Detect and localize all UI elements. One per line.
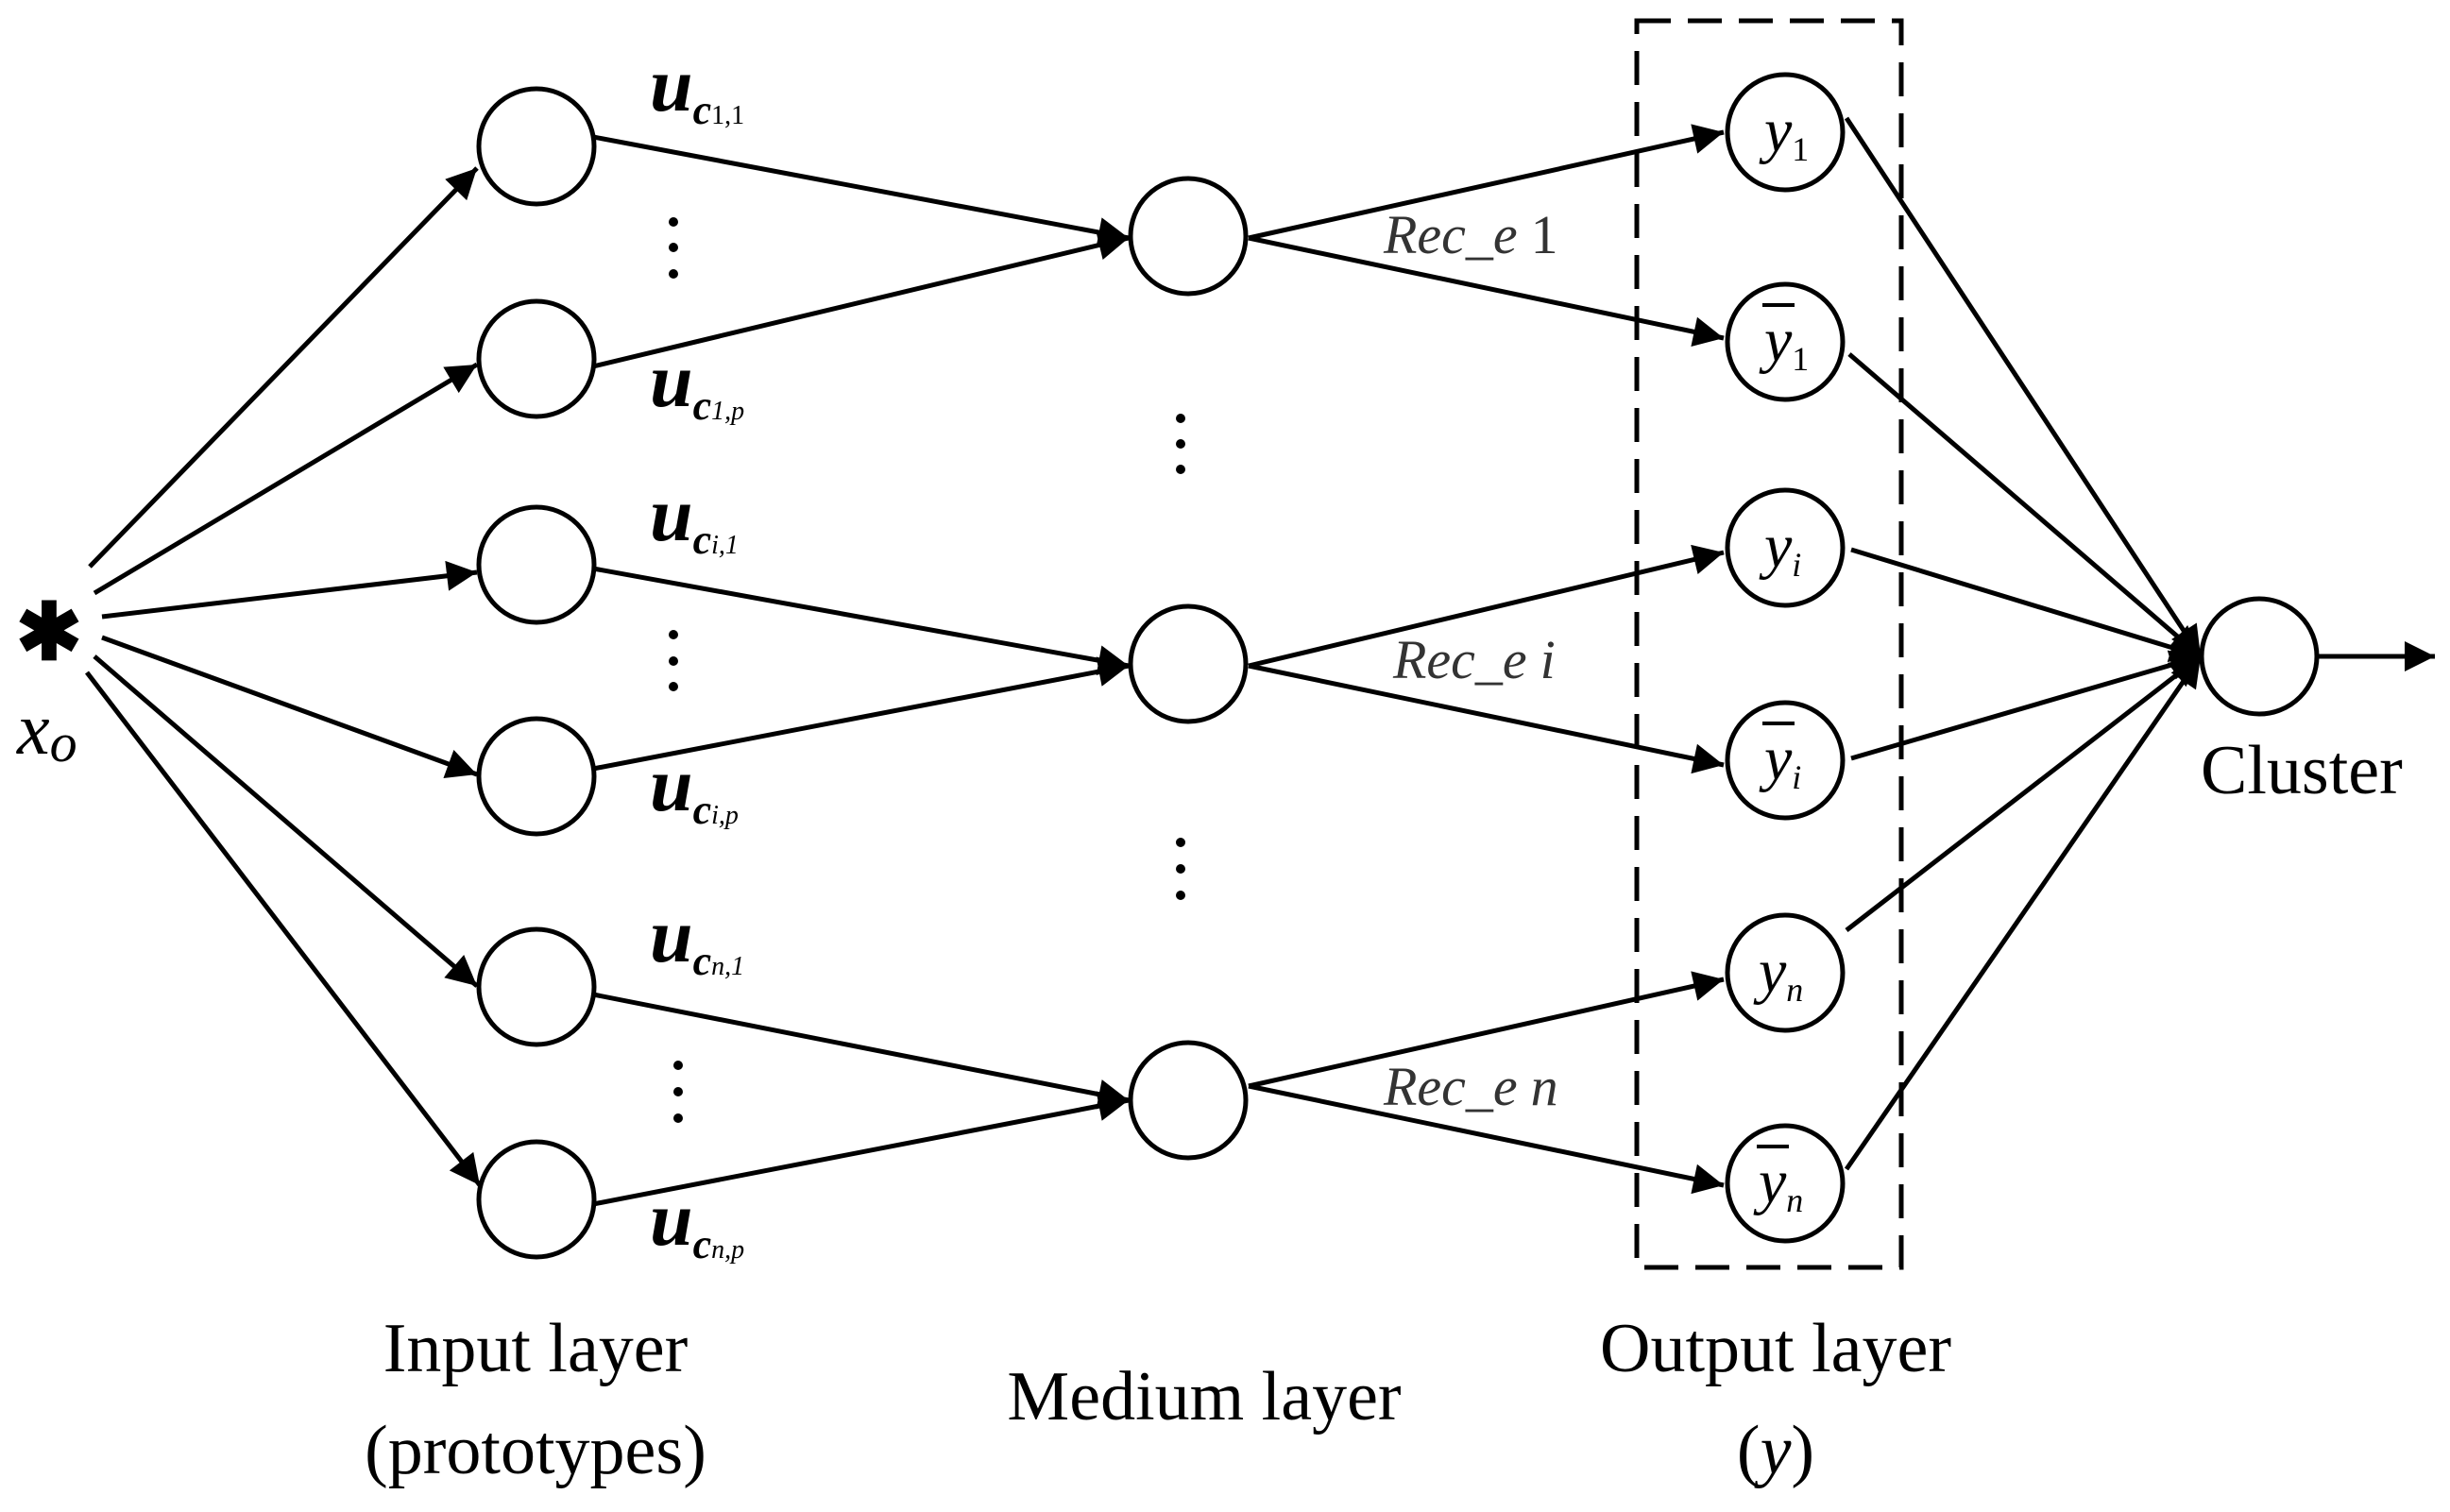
medium-layer-nodes: [1128, 176, 1249, 1161]
input-point-icon: ✱: [16, 589, 82, 677]
ellipsis-input-n: [673, 1061, 683, 1123]
output-layer-label-line2: (y): [1737, 1412, 1814, 1489]
edge-x-to-ui1: [101, 560, 478, 620]
output-node-labels: y1 y1 yi yi yn yn: [1753, 96, 1809, 1219]
edge-y1bar-to-cluster: [1847, 352, 2203, 658]
weight-label-cn1: ucn,1: [650, 892, 744, 984]
ellipsis-input-1: [669, 217, 678, 279]
edge-mi-to-yi: [1248, 544, 1725, 669]
edge-mn-to-yn: [1248, 971, 1725, 1089]
weight-label-c1p: uc1,p: [650, 337, 744, 429]
input-layer-label-line1: Input layer: [383, 1310, 689, 1387]
edge-un1-to-mn: [592, 992, 1130, 1110]
output-label-y1bar: y1: [1759, 306, 1809, 378]
medium-node-1: [1128, 176, 1249, 297]
edge-u1p-to-m1: [592, 229, 1130, 369]
weight-label-cnp: ucn,p: [650, 1176, 744, 1267]
edge-mn-to-ynbar: [1248, 1083, 1725, 1195]
input-node-uip: [476, 716, 597, 837]
output-to-cluster-edges: [1844, 116, 2203, 1171]
edge-yibar-to-cluster: [1850, 650, 2202, 761]
cluster-label: Cluster: [2201, 732, 2403, 809]
output-layer-box: [1634, 18, 1904, 1270]
edge-x-to-un1: [93, 654, 479, 988]
edge-unp-to-mn: [592, 1091, 1130, 1207]
output-node-ynbar: [1725, 1123, 1846, 1244]
output-node-y1bar: [1725, 281, 1846, 402]
edge-yn-to-cluster: [1845, 654, 2203, 932]
input-layer-label-line2: (prototypes): [365, 1412, 706, 1489]
output-node-y1: [1725, 72, 1846, 193]
output-layer-label-line1: Output layer: [1600, 1310, 1951, 1387]
edge-y1-to-cluster: [1844, 116, 2203, 658]
input-node-ui1: [476, 504, 597, 625]
medium-node-n: [1128, 1040, 1249, 1161]
medium-node-i: [1128, 603, 1249, 724]
weight-label-ci1: uci,1: [650, 471, 739, 563]
edge-yi-to-cluster: [1850, 547, 2202, 662]
output-node-yn: [1725, 912, 1846, 1033]
edge-m1-to-y1bar: [1248, 235, 1725, 348]
weight-label-cip: uci,p: [650, 741, 739, 833]
output-layer-nodes: [1725, 72, 1846, 1244]
weight-labels: uc1,1 uc1,p uci,1 uci,p ucn,1 ucn,p: [650, 42, 744, 1267]
cluster-node: [2199, 596, 2320, 717]
ellipsis-input-i: [669, 630, 678, 691]
edge-x-to-unp: [85, 671, 482, 1187]
output-node-yi: [1725, 487, 1846, 608]
layer-labels: Input layer (prototypes) Medium layer Ou…: [365, 1310, 1951, 1489]
output-label-ynbar: yn: [1753, 1147, 1803, 1219]
weight-label-c11: uc1,1: [650, 42, 744, 133]
output-label-yn: yn: [1753, 937, 1803, 1009]
edge-x-to-u11: [88, 166, 479, 569]
edge-u11-to-m1: [592, 134, 1130, 247]
output-label-yibar: yi: [1759, 724, 1801, 796]
input-to-medium-edges: [592, 134, 1130, 1207]
input-node-unp: [476, 1139, 597, 1260]
output-label-y1: y1: [1759, 96, 1809, 168]
input-node-u1p: [476, 298, 597, 419]
input-label: xo: [16, 688, 77, 773]
edge-m1-to-y1: [1248, 124, 1725, 241]
input-edges: [85, 166, 482, 1187]
edge-ui1-to-mi: [592, 566, 1130, 676]
input-label-main: x: [16, 688, 50, 770]
output-label-yi: yi: [1759, 512, 1801, 584]
ellipsis-dots: [669, 217, 1185, 1123]
edge-x-to-uip: [101, 635, 478, 779]
edge-uip-to-mi: [592, 656, 1130, 772]
input-node-u11: [476, 86, 597, 207]
input-label-sub: o: [50, 712, 77, 773]
edge-ynbar-to-cluster: [1844, 654, 2203, 1171]
medium-layer-label: Medium layer: [1007, 1358, 1401, 1436]
input-node-un1: [476, 926, 597, 1047]
input-layer-nodes: [476, 86, 597, 1260]
edge-x-to-u1p: [93, 362, 479, 596]
ellipsis-medium-upper: [1176, 414, 1185, 474]
output-node-yibar: [1725, 700, 1846, 821]
medium-to-output-edges: [1248, 124, 1725, 1195]
edge-mi-to-yibar: [1248, 663, 1725, 774]
ellipsis-medium-lower: [1176, 838, 1185, 900]
